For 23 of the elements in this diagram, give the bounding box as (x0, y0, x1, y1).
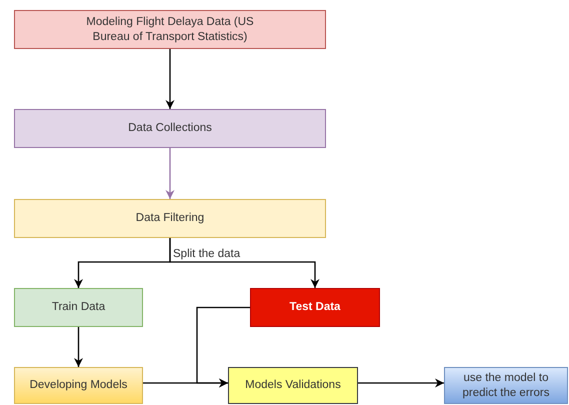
box-label: Train Data (52, 300, 106, 315)
process-box (14, 199, 326, 238)
arrow (358, 378, 444, 388)
arrow (166, 49, 174, 109)
arrow (74, 327, 83, 367)
arrow (166, 148, 174, 199)
process-box (444, 367, 568, 404)
process-box (14, 109, 326, 148)
box-label: Modeling Flight Delaya Data (US Bureau of Transport Statistics) (85, 14, 255, 44)
process-box (250, 288, 380, 327)
arrow (169, 238, 320, 288)
process-box (14, 288, 143, 327)
process-box (14, 367, 143, 404)
box-label: Developing Models (30, 378, 128, 393)
box-label: Data Filtering (136, 211, 204, 226)
edge-label: Split the data (172, 248, 242, 260)
process-box (14, 10, 326, 49)
box-label: Models Validations (245, 378, 341, 393)
box-label: Test Data (290, 300, 340, 315)
box-label: Data Collections (128, 121, 212, 136)
process-box (228, 367, 358, 404)
arrow (196, 306, 250, 388)
box-label: use the model to predict the errors (462, 370, 550, 400)
